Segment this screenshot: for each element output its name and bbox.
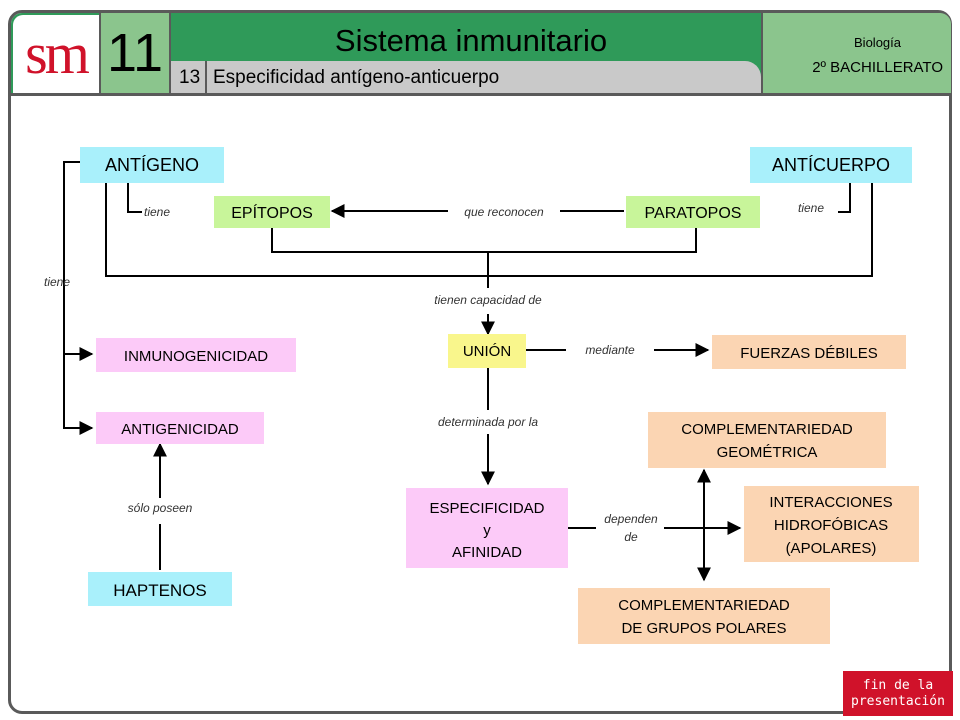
- paratopos-label: PARATOPOS: [645, 205, 742, 222]
- anticuerpo-label: ANTÍCUERPO: [772, 155, 890, 175]
- hidrofobicas-line-1: INTERACCIONES: [769, 494, 892, 511]
- label-tiene-antigeno: tiene: [144, 205, 170, 219]
- especificidad-line-3: AFINIDAD: [452, 544, 522, 561]
- sm-logo: sm: [13, 15, 99, 93]
- haptenos-label: HAPTENOS: [113, 581, 207, 600]
- node-boxes: ANTÍGENO ANTÍCUERPO EPÍTOPOS PARATOPOS I…: [80, 147, 919, 644]
- anticuerpo-box: [750, 147, 912, 183]
- epitopos-box: [214, 196, 330, 228]
- polares-line-1: COMPLEMENTARIEDAD: [618, 597, 790, 614]
- connector-epitopos-paratopos: [271, 228, 697, 253]
- link-labels: tiene tiene tiene que reconocen tienen c…: [44, 201, 824, 544]
- label-dependen-line-1: dependen: [604, 512, 658, 526]
- header-band: sm 11 Sistema inmunitario 13 Especificid…: [11, 13, 951, 96]
- label-tiene-anticuerpo: tiene: [798, 201, 824, 215]
- label-solo-poseen: sólo poseen: [128, 501, 193, 515]
- interacciones-hidrofobicas-box: [744, 486, 919, 562]
- paratopos-box: [626, 196, 760, 228]
- antigeno-box: [80, 147, 224, 183]
- section-number: 13: [179, 67, 201, 88]
- union-label: UNIÓN: [463, 343, 511, 360]
- subject-box: Biología 2º BACHILLERATO: [761, 13, 951, 93]
- connector-tiene-antigenicidad: [63, 161, 94, 435]
- section-bar: 13 Especificidad antígeno-anticuerpo: [169, 61, 761, 93]
- union-box: [448, 334, 526, 368]
- hidrofobicas-line-2: HIDROFÓBICAS: [774, 517, 888, 534]
- polares-line-2: DE GRUPOS POLARES: [621, 620, 786, 637]
- haptenos-box: [88, 572, 232, 606]
- grade-label: 2º BACHILLERATO: [812, 59, 943, 76]
- label-mediante: mediante: [585, 343, 635, 357]
- logo-text: sm: [25, 21, 90, 86]
- end-button-line-2: presentación: [851, 693, 945, 709]
- complementariedad-polares-box: [578, 588, 830, 644]
- label-dependen-line-2: de: [624, 530, 638, 544]
- label-que-reconocen: que reconocen: [464, 205, 544, 219]
- epitopos-label: EPÍTOPOS: [231, 203, 313, 222]
- label-determinada-por: determinada por la: [438, 415, 538, 429]
- fuerzas-debiles-box: [712, 335, 906, 369]
- especificidad-box: [406, 488, 568, 568]
- connectors: [63, 161, 873, 582]
- inmunogenicidad-box: [96, 338, 296, 372]
- antigenicidad-box: [96, 412, 264, 444]
- end-button-line-1: fin de la: [862, 677, 934, 693]
- connector-anticuerpo-tiene: [838, 182, 851, 213]
- subject-label: Biología: [854, 35, 901, 50]
- especificidad-line-1: ESPECIFICIDAD: [429, 500, 544, 517]
- section-title: Especificidad antígeno-anticuerpo: [213, 67, 500, 88]
- unit-number-box: 11: [99, 13, 171, 93]
- complementariedad-geometrica-box: [648, 412, 886, 468]
- label-tiene-left: tiene: [44, 275, 70, 289]
- especificidad-line-2: y: [483, 522, 491, 539]
- connector-antigeno-tiene: [127, 182, 142, 213]
- geometrica-line-2: GEOMÉTRICA: [717, 444, 818, 461]
- inmunogenicidad-label: INMUNOGENICIDAD: [124, 348, 268, 365]
- section-divider: [205, 61, 207, 93]
- end-presentation-button[interactable]: fin de la presentación: [843, 671, 953, 716]
- label-tienen-capacidad: tienen capacidad de: [434, 293, 542, 307]
- hidrofobicas-line-3: (APOLARES): [786, 540, 877, 557]
- antigenicidad-label: ANTIGENICIDAD: [121, 421, 239, 438]
- page-title: Sistema inmunitario: [334, 23, 608, 58]
- antigeno-label: ANTÍGENO: [105, 155, 199, 175]
- geometrica-line-1: COMPLEMENTARIEDAD: [681, 421, 853, 438]
- unit-number: 11: [106, 23, 164, 83]
- fuerzas-debiles-label: FUERZAS DÉBILES: [740, 345, 878, 362]
